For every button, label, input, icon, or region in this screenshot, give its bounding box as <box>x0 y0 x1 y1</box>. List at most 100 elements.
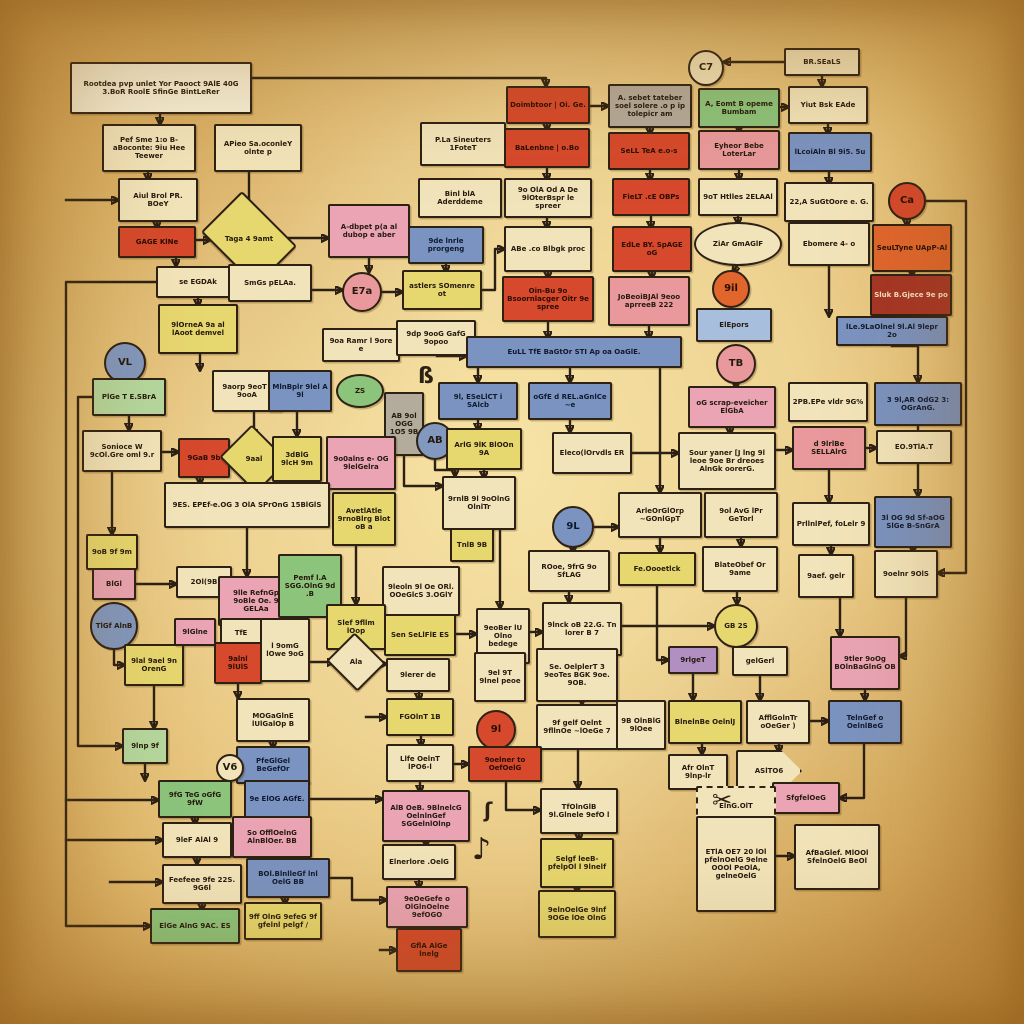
node-label: 9GaB 9b <box>187 453 221 462</box>
node-label: 3l OG 9d Sf-aOG SlGe B-SnGrA <box>881 513 945 530</box>
node-label: GB 2S <box>724 621 748 630</box>
node-label: Rootdea pvp unlet Yor Paooct 9AlE 40G 3.… <box>83 79 239 96</box>
flowchart-node: 9oelnr 9OlS <box>874 550 938 598</box>
flowchart-node: oG scrap-eveicher ElGbA <box>688 386 776 428</box>
flowchart-node: 9l, ESeLlCT i SAlcb <box>438 382 518 420</box>
node-label: TelnGef o OelnlBeG <box>846 713 884 730</box>
node-label: Se. OelplerT 3 9eoTes BGK 9oe. 9OB. <box>544 662 610 688</box>
node-label: Pef Sme 1:o B-aBoconte: 9iu Hee Teewer <box>112 135 186 161</box>
flowchart-node: ElEpors <box>696 308 772 342</box>
connector-arrow <box>924 199 968 573</box>
flowchart-node: Binl blA Aderddeme <box>418 178 502 218</box>
node-label: l 9omG lOwe 9oG <box>266 641 304 658</box>
node-label: 9oT Htlles 2ELAAl <box>703 192 773 201</box>
flowchart-node: ArleOrGlOrp ~GOnlGpT <box>618 492 702 538</box>
node-label: A. sebet tateber soel solere .o p ip tol… <box>614 93 686 119</box>
flowchart-node: AlB OeB. 9BlnelcG OelnlnGef SGGelnlOlnp <box>382 790 470 842</box>
node-label: APieo Sa.oconleY olnte p <box>223 139 293 156</box>
node-label: 9lnp 9f <box>131 741 159 750</box>
flowchart-node: d 9lrlBe SELLAlrG <box>792 426 866 470</box>
flowchart-node: APieo Sa.oconleY olnte p <box>214 124 302 172</box>
flowchart-node: Yiut Bsk EAde <box>788 86 868 124</box>
node-label: 9oa Ramr l 9ore e <box>329 336 393 353</box>
node-label: 9oelner to OefOelG <box>484 755 526 772</box>
node-label: 22,A SuGtOore e. G. <box>789 197 869 206</box>
flowchart-node: AvetlAtle 9rnoBlrg Blot oB a <box>332 492 396 546</box>
node-label: Elnerlore .OelG <box>389 857 449 866</box>
node-label: PlGe T E.SBrA <box>101 392 157 401</box>
node-label: 9lOrneA 9a al lAoot demvel <box>171 320 225 337</box>
node-label: Slef 9fllm lOop <box>337 618 375 635</box>
connector-arrow <box>64 280 158 926</box>
connector-arrow <box>900 596 908 656</box>
flowchart-node: Se. OelplerT 3 9eoTes BGK 9oe. 9OB. <box>536 648 618 702</box>
node-label: SfgfelOeG <box>786 793 826 802</box>
node-label: Fe.Oooetlck <box>633 564 681 573</box>
flowchart-node: SeLL TeA e.o-s <box>608 132 690 170</box>
node-label: lLcoiAln Bl 9i5. 5u <box>794 147 866 156</box>
node-label: 9o OlA Od A De 9lOterBspr le spreer <box>517 185 579 211</box>
node-label: AfBaGlef. MlOOl SfelnOelG BeOl <box>805 848 869 865</box>
flowchart-node: Ebomere 4- o <box>788 222 870 266</box>
flowchart-node: 2PB.EPe vldr 9G% <box>788 382 868 422</box>
flowchart-node: 9aef. gelr <box>798 554 854 598</box>
node-label: EdLe BY. SpAGE oG <box>621 240 683 257</box>
node-label: FieLT .cE OBPs <box>622 192 680 201</box>
flowchart-node: 9leoln 9l Oe ORl. OOeGlcS 3.OGlY <box>382 566 460 616</box>
node-label: 9l, ESeLlCT i SAlcb <box>453 392 503 409</box>
flowchart-node: PlGe T E.SBrA <box>92 378 166 416</box>
node-label: FGOlnT 1B <box>399 712 441 721</box>
node-label: Doimbtoor | Oi. Ge. <box>510 100 586 109</box>
node-label: ZiAr GmAGlF <box>712 239 764 248</box>
node-label: 9oelnr 9OlS <box>883 569 929 578</box>
node-label: Eleco(lOrvdls ER <box>559 448 625 457</box>
node-label: 9leoln 9l Oe ORl. OOeGlcS 3.OGlY <box>388 582 454 599</box>
node-label: Eyheor Bebe LoterLar <box>714 141 764 158</box>
node-label: 9L <box>566 521 580 533</box>
node-label: A-dbpet p(a al dubop e aber <box>340 222 398 239</box>
node-label: 9aal <box>245 454 263 463</box>
node-label: C7 <box>698 62 714 74</box>
flowchart-node: Oin-Bu 9o Bsoornlacger Oitr 9e spree <box>502 276 594 322</box>
connector-arrow <box>480 249 504 292</box>
node-label: ABe .co Blbgk proc <box>510 244 586 253</box>
node-label: ElGe AlnG 9AC. ES <box>159 921 231 930</box>
flowchart-node: 9lnp 9f <box>122 728 168 764</box>
flowchart-node: Sluk B.Gjece 9e po <box>870 274 952 316</box>
node-label: So OfflOelnG AlnBlOer. BB <box>247 828 297 845</box>
node-label: VL <box>117 357 133 369</box>
node-label: oG scrap-eveicher ElGbA <box>696 398 768 415</box>
flowchart-node: ZiAr GmAGlF <box>694 222 782 266</box>
flowchart-node: 9leF AlAl 9 <box>162 822 232 858</box>
node-label: 9lerer de <box>400 670 436 679</box>
node-label: ETlA OE7 20 lOl pfelnOelG 9elne OOOl PeO… <box>704 847 768 881</box>
node-label: ElEpors <box>719 320 749 329</box>
node-label: AlB OeB. 9BlnelcG OelnlnGef SGGelnlOlnp <box>390 803 462 829</box>
node-label: 9dp 9ooG GafG 9opoo <box>406 329 466 346</box>
flowchart-node: 9o OlA Od A De 9lOterBspr le spreer <box>504 178 592 218</box>
flowchart-node: lLe.9LaOlnel 9l.Al 9lepr 2o <box>836 316 948 346</box>
flowchart-node: 9B OlnBlG 9lOee <box>616 700 666 750</box>
flowchart-node: 9elnOelGe 9lnf 9OGe lOe OlnG <box>538 890 616 938</box>
flowchart-node: 9de lnrle prorgeng <box>408 226 484 264</box>
flowchart-node: MOGaGlnE lUlGalOp B <box>236 698 310 742</box>
flowchart-node: Afr OlnT 9lnp-lr <box>668 754 728 790</box>
flowchart-node: BlnelnBe OelnlJ <box>668 700 742 744</box>
node-label: 9ol AvG lPr GeTorl <box>719 506 763 523</box>
node-label: EuLL TfE BaGtOr STI Ap oa OaGlE. <box>507 347 641 356</box>
flowchart-node: 9il <box>712 270 750 308</box>
node-label: MOGaGlnE lUlGalOp B <box>251 711 295 728</box>
flowchart-node: gelGerl <box>732 646 788 676</box>
node-label: P.La Sineuters 1FoteT <box>435 135 491 152</box>
flowchart-node: 9rnlB 9l 9oOlnG OlnlTr <box>442 476 516 530</box>
connector-arrow <box>328 876 386 900</box>
node-label: ArlG 9lK BlOOn 9A <box>454 440 514 457</box>
flowchart-node: 9lGlne <box>174 618 216 646</box>
node-label: PfeGlGel BeGefOr <box>256 756 290 773</box>
flowchart-node: 9o0alns e- OG 9lelGelra <box>326 436 396 490</box>
connector-arrow <box>402 454 442 486</box>
flowchart-node: A-dbpet p(a al dubop e aber <box>328 204 410 258</box>
node-label: 9f gelf Oelnt 9fllnOe ~lOeGe 7 <box>543 718 611 735</box>
flowchart-node: 9tler 9oOg BOlnBaGlnG OB <box>830 636 900 690</box>
flowchart-node: FieLT .cE OBPs <box>612 178 690 216</box>
